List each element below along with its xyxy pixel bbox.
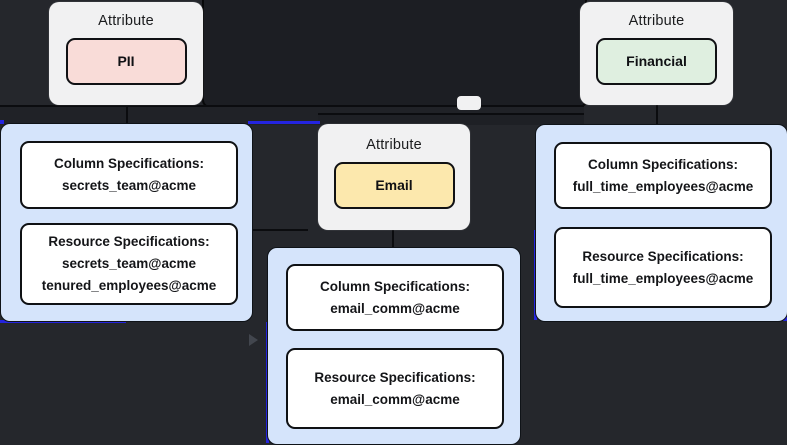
spec-group-secrets: Column Specifications: secrets_team@acme… [0,123,253,322]
resource-spec-card: Resource Specifications: full_time_emplo… [554,227,772,308]
spec-group-email-comm: Column Specifications: email_comm@acme R… [267,247,521,445]
financial-tag: Financial [596,38,717,85]
clipped-dark-band [318,113,584,125]
connector-pii-to-secrets [126,104,128,123]
spec-card-title: Column Specifications: [587,156,739,172]
column-spec-card: Column Specifications: full_time_employe… [554,142,772,209]
spec-card-title: Column Specifications: [53,156,205,171]
email-tag: Email [333,162,455,209]
spec-card-values: secrets_team@acme tenured_employees@acme [41,256,217,293]
connector-financial-to-fulltime [656,105,658,124]
connector-edge-segment [250,229,308,231]
spec-card-values: email_comm@acme [330,300,460,316]
clipped-white-node [457,96,481,110]
attribute-node-title: Attribute [366,137,422,153]
attribute-node-title: Attribute [98,13,154,29]
clipped-dark-node [202,0,587,108]
spec-card-title: Resource Specifications: [582,248,744,264]
spec-card-values: full_time_employees@acme [572,270,754,286]
attribute-node-financial: Attribute Financial [580,2,733,105]
resource-spec-card: Resource Specifications: secrets_team@ac… [20,223,238,305]
spec-card-title: Resource Specifications: [314,369,476,385]
resource-spec-card: Resource Specifications: email_comm@acme [286,348,504,429]
attribute-node-pii: Attribute PII [49,2,203,105]
spec-card-title: Resource Specifications: [48,234,210,249]
column-spec-card: Column Specifications: email_comm@acme [286,264,504,331]
attribute-node-title: Attribute [628,13,685,29]
attribute-node-email: Attribute Email [318,124,470,230]
column-spec-card: Column Specifications: secrets_team@acme [20,141,238,209]
spec-group-full-time: Column Specifications: full_time_employe… [535,124,787,322]
edge-arrowhead-icon [249,334,258,346]
highlight-edge-top [248,121,320,124]
pii-tag: PII [65,38,187,85]
connector-email-to-emailcomm [392,230,394,247]
spec-card-values: full_time_employees@acme [572,178,754,194]
highlight-edge-corner [0,120,4,124]
spec-card-title: Column Specifications: [319,278,471,294]
spec-card-values: secrets_team@acme [61,178,196,193]
spec-card-values: email_comm@acme [330,391,460,407]
